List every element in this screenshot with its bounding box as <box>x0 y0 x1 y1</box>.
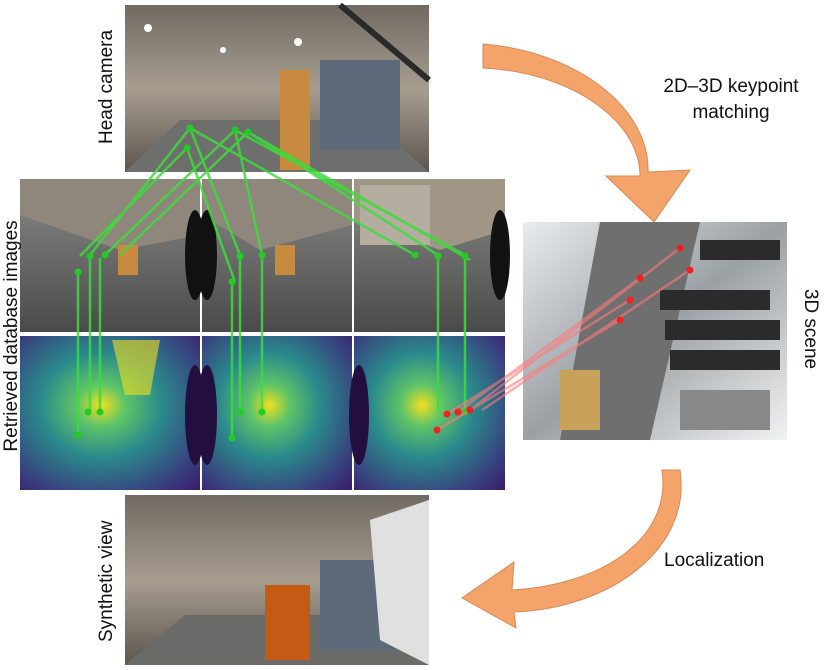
scene-3d-image <box>523 222 787 440</box>
head-camera-label: Head camera <box>96 29 117 145</box>
localization-arrow <box>461 469 682 629</box>
matching-arrow <box>482 43 691 223</box>
depth-image-1 <box>20 336 205 490</box>
synthetic-view-image <box>125 495 429 665</box>
matching-label: 2D–3D keypoint matching <box>646 74 816 126</box>
head-camera-image <box>125 2 431 172</box>
retrieved-db-label: Retrieved database images <box>1 220 22 452</box>
matching-label-line1: 2D–3D keypoint <box>663 76 799 97</box>
scene-ray-lines <box>436 247 691 432</box>
synthetic-view-label: Synthetic view <box>96 520 117 642</box>
db-image-1 <box>20 179 205 332</box>
depth-image-2 <box>197 336 352 490</box>
db-image-3 <box>354 179 510 332</box>
matching-label-line2: matching <box>692 102 770 123</box>
depth-image-3 <box>349 336 505 490</box>
keypoint-match-lines <box>76 126 471 438</box>
scene-ray-points <box>433 244 694 434</box>
localization-label: Localization <box>664 550 765 571</box>
scene-3d-text: 3D scene <box>800 288 821 370</box>
